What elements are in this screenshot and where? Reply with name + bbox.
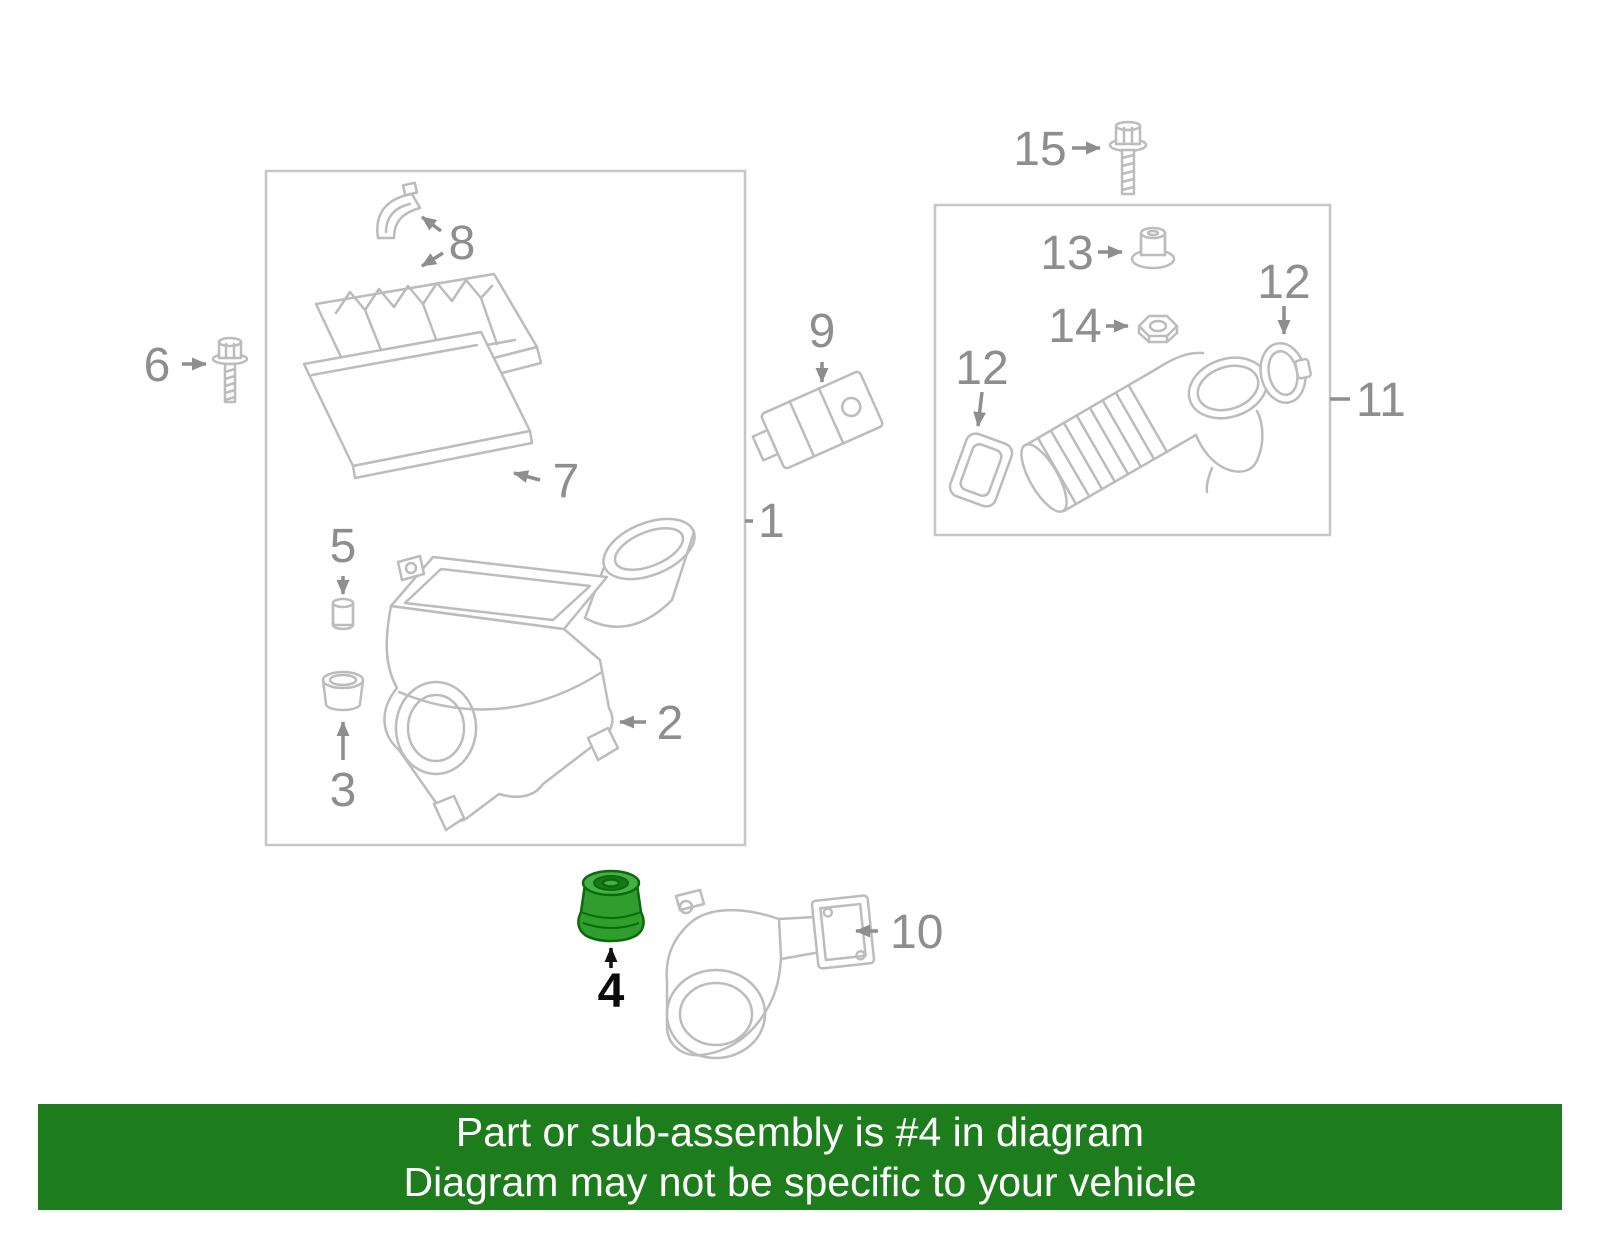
clamp-rear-part xyxy=(1259,342,1312,404)
callout-14: 14 xyxy=(1048,300,1101,353)
cover-bracket-part xyxy=(376,181,422,240)
callout-13: 13 xyxy=(1040,227,1093,280)
hose-group-box xyxy=(933,203,1332,537)
clamp-front-part xyxy=(948,432,1014,508)
callout-3: 3 xyxy=(330,764,357,817)
mount-cup-part xyxy=(321,670,365,712)
callout-6: 6 xyxy=(144,339,171,392)
assembly-group-box xyxy=(264,169,747,847)
leader-8-bracket xyxy=(420,215,443,233)
callout-5: 5 xyxy=(330,520,357,573)
leader-8-cover xyxy=(421,251,444,268)
notice-banner: Part or sub-assembly is #4 in diagram Di… xyxy=(38,1104,1562,1210)
callout-10: 10 xyxy=(890,906,943,959)
callout-15: 15 xyxy=(1013,123,1066,176)
callout-7: 7 xyxy=(553,455,580,508)
callout-8: 8 xyxy=(449,217,476,270)
callout-2: 2 xyxy=(657,697,684,750)
callout-1: 1 xyxy=(758,495,785,548)
callout-11: 11 xyxy=(1356,374,1406,427)
notice-line-2: Diagram may not be specific to your vehi… xyxy=(403,1159,1197,1205)
sensor-part xyxy=(751,370,884,470)
callout-4-highlight: 4 xyxy=(598,965,625,1018)
bolt-left-part xyxy=(211,336,249,404)
intake-hose-part xyxy=(1020,351,1269,513)
insulator-part xyxy=(1130,226,1176,270)
callout-12-front: 12 xyxy=(955,342,1008,395)
stud-part xyxy=(331,597,355,631)
filter-part xyxy=(302,330,534,480)
grommet-highlight-part xyxy=(577,869,645,943)
leader-12-front xyxy=(973,391,987,427)
nut-part xyxy=(1137,314,1179,344)
duct-part xyxy=(665,888,876,1060)
notice-line-1: Part or sub-assembly is #4 in diagram xyxy=(455,1109,1145,1155)
leader-7 xyxy=(513,470,541,483)
bolt-top-part xyxy=(1108,120,1148,196)
housing-part xyxy=(383,517,696,832)
callout-9: 9 xyxy=(809,305,836,358)
callout-12-rear: 12 xyxy=(1257,256,1310,309)
